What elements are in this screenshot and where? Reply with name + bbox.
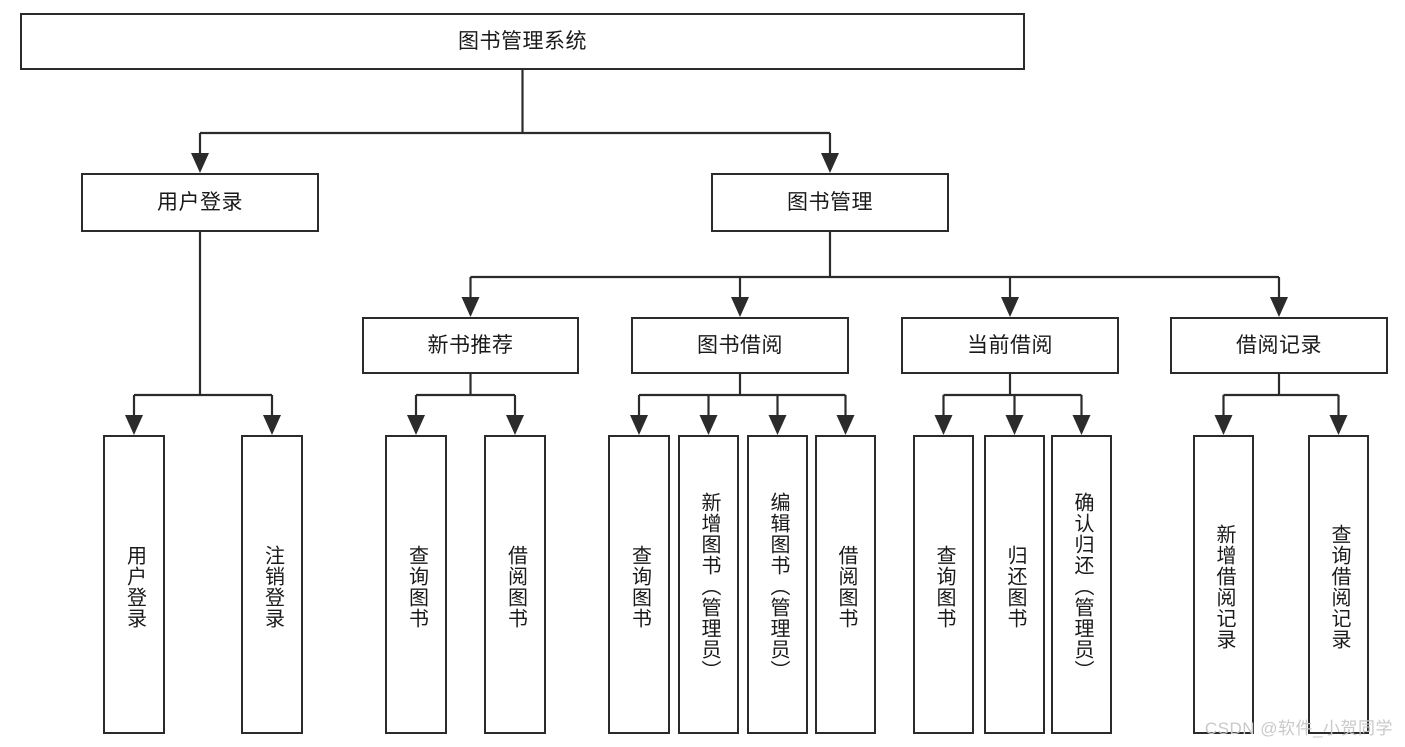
edge-group-new-book-recommend	[407, 374, 524, 435]
edge-group-borrow-record	[1214, 374, 1348, 435]
node-leaf-confirm-return[interactable]: 确认归还（管理员）	[1051, 435, 1112, 734]
csdn-watermark: CSDN @软件_小贺同学	[1204, 719, 1393, 738]
edge-group-root	[191, 70, 839, 173]
node-label: 查询图书	[933, 544, 955, 629]
node-label: 确认归还（管理员）	[1071, 492, 1093, 681]
node-leaf-query-record[interactable]: 查询借阅记录	[1308, 435, 1369, 734]
node-leaf-query-book-rec[interactable]: 查询图书	[385, 435, 447, 734]
node-label: 查询图书	[405, 544, 428, 629]
node-label: 新书推荐	[427, 333, 514, 357]
node-label: 查询图书	[628, 544, 651, 629]
node-leaf-logout[interactable]: 注销登录	[241, 435, 303, 734]
node-new-book-recommend[interactable]: 新书推荐	[362, 317, 579, 374]
node-leaf-borrow-book-rec[interactable]: 借阅图书	[484, 435, 546, 734]
node-label: 图书借阅	[697, 333, 783, 357]
node-label: 借阅记录	[1236, 333, 1322, 357]
node-leaf-user-login[interactable]: 用户登录	[103, 435, 165, 734]
node-label: 新增图书（管理员）	[698, 492, 720, 681]
node-book-borrow[interactable]: 图书借阅	[631, 317, 849, 374]
node-label: 编辑图书（管理员）	[767, 492, 789, 681]
node-current-borrow[interactable]: 当前借阅	[901, 317, 1119, 374]
node-user-login[interactable]: 用户登录	[81, 173, 319, 232]
node-book-manage[interactable]: 图书管理	[711, 173, 949, 232]
edge-group-current-borrow	[934, 374, 1091, 435]
node-label: 图书管理系统	[458, 29, 587, 53]
node-label: 借阅图书	[835, 544, 857, 629]
node-label: 注销登录	[261, 544, 284, 629]
edge-group-book-manage	[461, 232, 1288, 317]
edge-group-user-login	[125, 232, 281, 435]
node-label: 新增借阅记录	[1213, 523, 1235, 650]
node-leaf-add-record[interactable]: 新增借阅记录	[1193, 435, 1254, 734]
node-label: 借阅图书	[504, 544, 527, 629]
node-label: 用户登录	[123, 544, 146, 629]
node-label: 用户登录	[157, 190, 243, 214]
node-leaf-edit-book[interactable]: 编辑图书（管理员）	[747, 435, 808, 734]
node-label: 查询借阅记录	[1328, 523, 1350, 650]
node-leaf-borrow-book[interactable]: 借阅图书	[815, 435, 876, 734]
edge-group-book-borrow	[630, 374, 855, 435]
node-leaf-add-book[interactable]: 新增图书（管理员）	[678, 435, 739, 734]
node-label: 归还图书	[1004, 544, 1026, 629]
node-label: 图书管理	[787, 190, 873, 214]
node-leaf-query-book-current[interactable]: 查询图书	[913, 435, 974, 734]
node-leaf-return-book[interactable]: 归还图书	[984, 435, 1045, 734]
node-label: 当前借阅	[967, 333, 1053, 357]
node-borrow-record[interactable]: 借阅记录	[1170, 317, 1388, 374]
node-root[interactable]: 图书管理系统	[20, 13, 1025, 70]
node-leaf-query-book-borrow[interactable]: 查询图书	[608, 435, 670, 734]
